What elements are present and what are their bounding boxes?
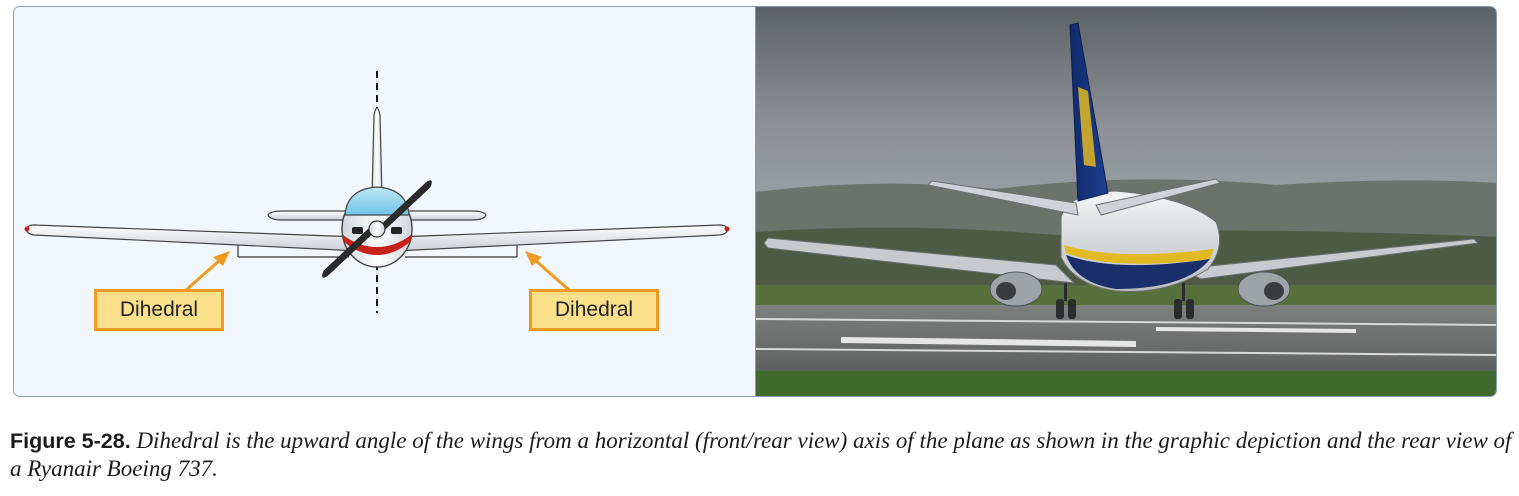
- figure-frame: Dihedral Dihedral: [13, 6, 1497, 397]
- arrow-left: [185, 251, 230, 292]
- caption-label: Figure 5-28.: [10, 429, 131, 453]
- dihedral-callout-left: Dihedral: [94, 289, 224, 331]
- runway-marking: [841, 337, 1136, 347]
- airliner-stabilizer-right: [1095, 178, 1221, 216]
- sky: [756, 7, 1496, 207]
- dihedral-graphic-panel: Dihedral Dihedral: [14, 7, 756, 396]
- airliner-wing-right: [1179, 238, 1480, 280]
- grass-near: [756, 371, 1496, 396]
- red-stripe: [343, 235, 411, 255]
- wing-left: [25, 224, 360, 252]
- airliner-wing-left: [763, 237, 1076, 284]
- airplane-front-view-illustration: [24, 71, 730, 313]
- spinner: [368, 220, 386, 238]
- propeller: [322, 180, 432, 278]
- landing-gear: [1056, 283, 1194, 319]
- figure-caption: Figure 5-28. Dihedral is the upward angl…: [10, 427, 1515, 483]
- dihedral-callout-right: Dihedral: [529, 289, 659, 331]
- arrow-right: [525, 251, 570, 292]
- airliner-stabilizer-left: [926, 180, 1079, 216]
- caption-text: Dihedral is the upward angle of the wing…: [10, 428, 1512, 481]
- boeing-737-rear-view-photo: [756, 7, 1496, 396]
- photo-illustration: [756, 7, 1496, 396]
- vertical-fin: [371, 107, 383, 198]
- grass-far: [756, 285, 1496, 307]
- wing-right: [394, 224, 729, 252]
